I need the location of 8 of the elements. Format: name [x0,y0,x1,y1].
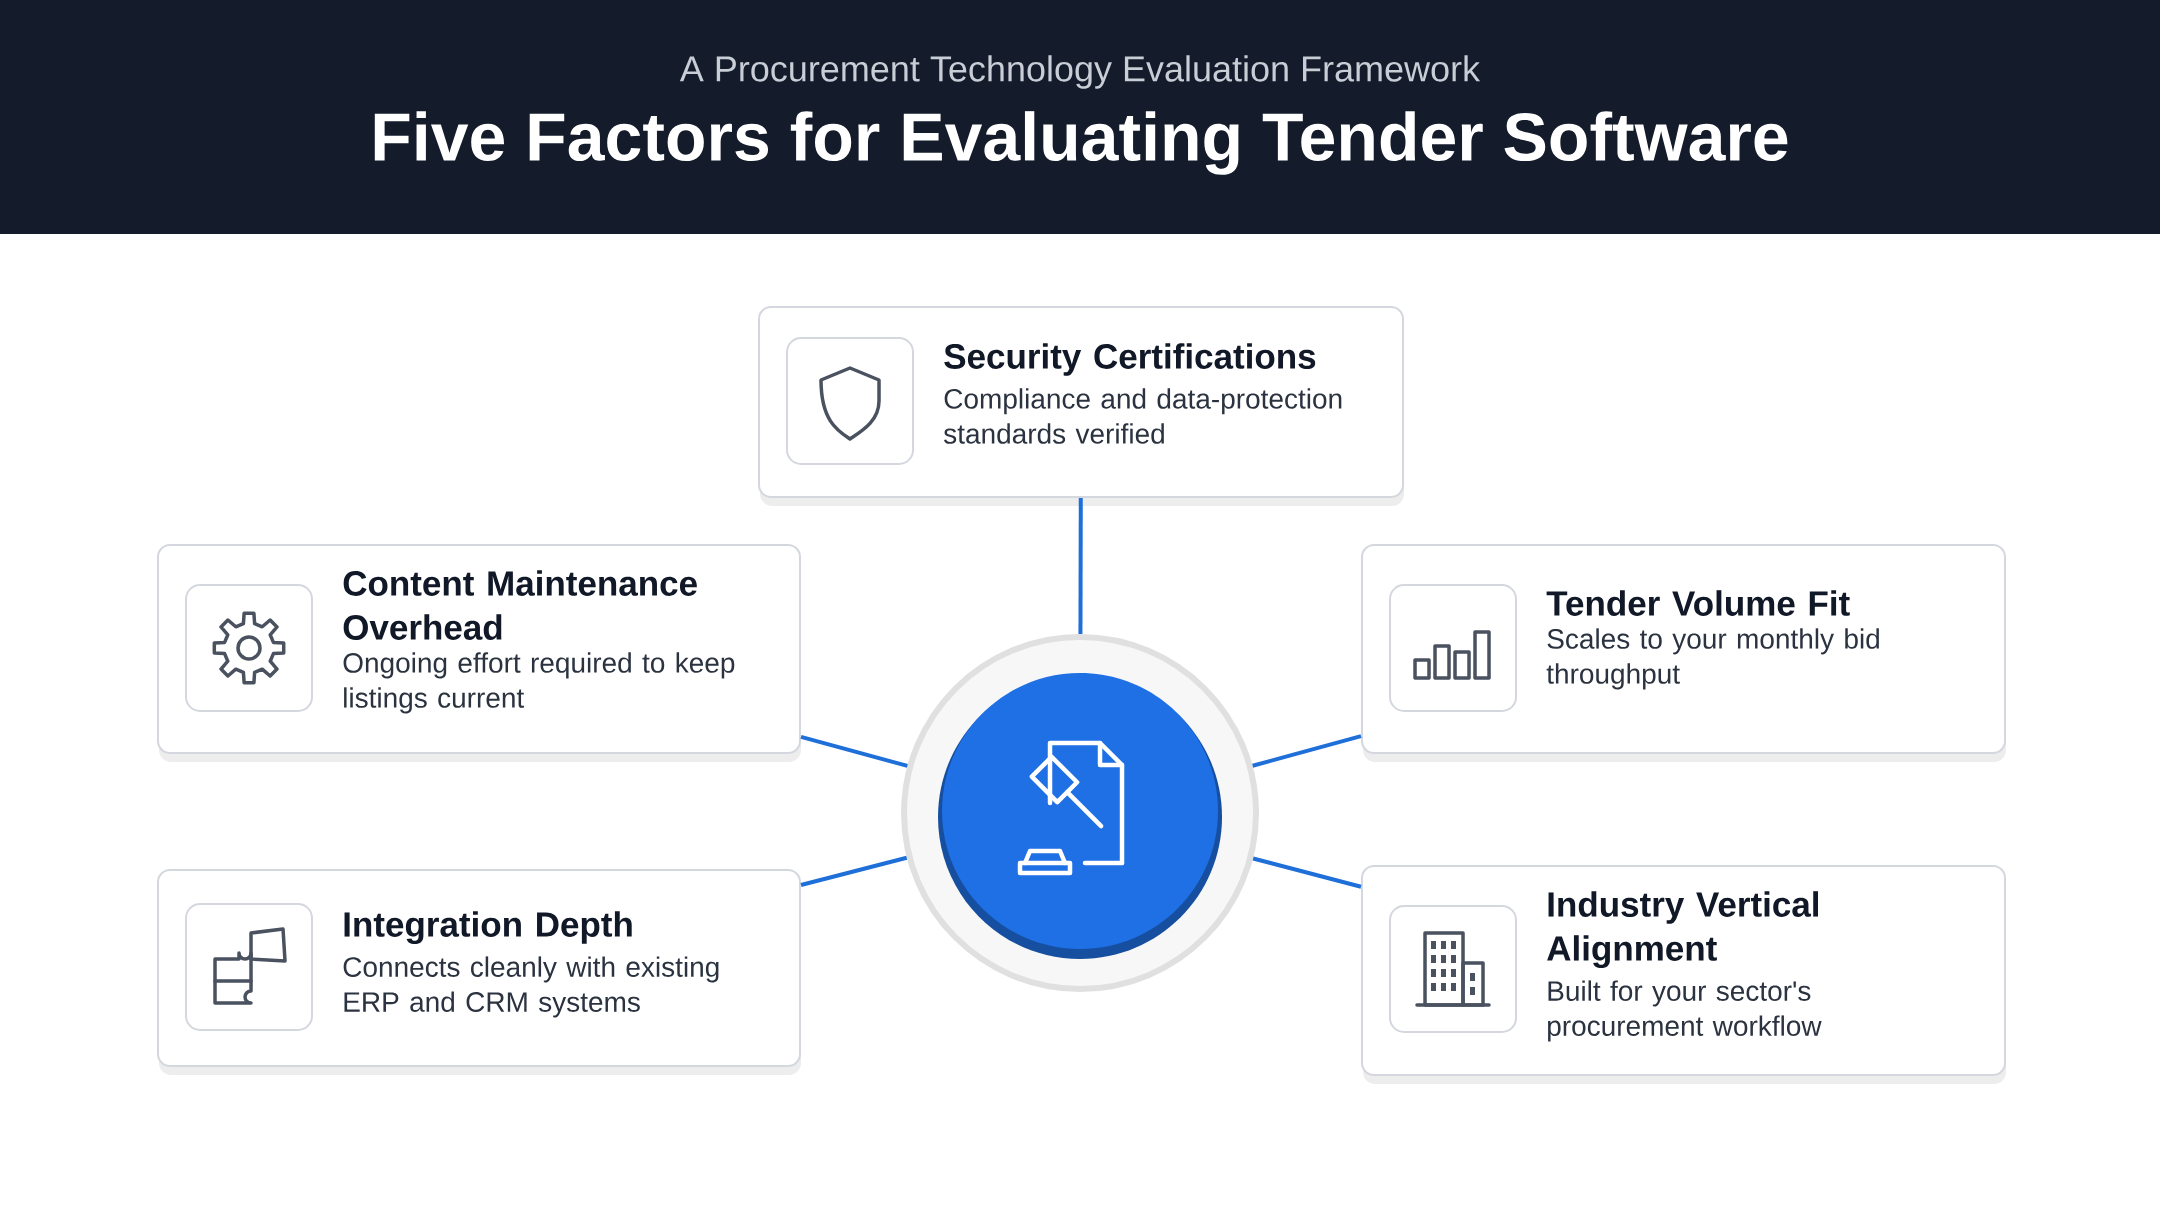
subtitle: A Procurement Technology Evaluation Framework [679,55,1481,89]
title: Five Factors for Evaluating Tender Software [374,111,1788,175]
hub-circle [901,634,1259,992]
connector-line [800,855,908,887]
connector-line [1078,498,1083,634]
connector-line [800,734,908,768]
connector-line [1252,856,1362,889]
connector-line [1252,734,1362,768]
